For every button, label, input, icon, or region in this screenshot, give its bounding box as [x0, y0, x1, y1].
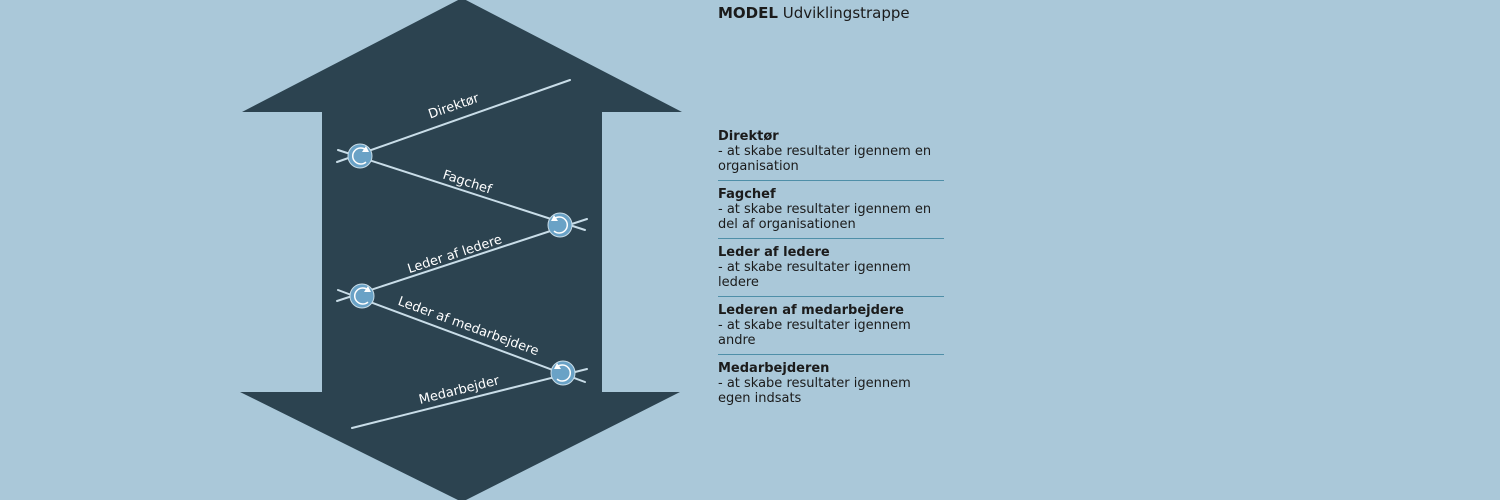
development-staircase-diagram: Direktør Fagchef Leder af ledere Leder a…: [240, 0, 682, 500]
rotate-node: [547, 212, 573, 238]
rotate-node: [347, 143, 373, 169]
role-name: Direktør: [718, 129, 779, 144]
role-text: - at skabe resultater igennem en del af …: [718, 202, 932, 232]
role-description-list: Direktør - at skabe resultater igennem e…: [718, 129, 944, 412]
step-line-medarbejder: [351, 368, 588, 429]
role-text: - at skabe resultater igennem ledere: [718, 260, 911, 290]
role-description-item: Lederen af medarbejdere - at skabe resul…: [718, 303, 944, 355]
step-line-fagchef: [337, 149, 586, 231]
rotate-node: [349, 283, 375, 309]
role-text: - at skabe resultater igennem andre: [718, 318, 911, 348]
role-name: Medarbejderen: [718, 361, 830, 376]
role-description-item: Fagchef - at skabe resultater igennem en…: [718, 187, 944, 239]
step-line-leder-af-ledere: [336, 218, 588, 302]
role-description-item: Leder af ledere - at skabe resultater ig…: [718, 245, 944, 297]
step-line-direktor: [336, 79, 571, 163]
role-description-item: Medarbejderen - at skabe resultater igen…: [718, 361, 944, 412]
model-title: MODEL Udviklingstrappe: [718, 4, 910, 22]
role-text: - at skabe resultater igennem en organis…: [718, 144, 932, 174]
role-name: Fagchef: [718, 187, 776, 202]
model-title-prefix: MODEL: [718, 4, 778, 22]
role-name: Leder af ledere: [718, 245, 830, 260]
role-description-item: Direktør - at skabe resultater igennem e…: [718, 129, 944, 181]
step-line-leder-af-medarbejdere: [337, 289, 586, 383]
role-name: Lederen af medarbejdere: [718, 303, 904, 318]
rotate-node: [550, 360, 576, 386]
role-text: - at skabe resultater igennem egen indsa…: [718, 376, 911, 406]
model-title-text: Udviklingstrappe: [782, 4, 910, 22]
